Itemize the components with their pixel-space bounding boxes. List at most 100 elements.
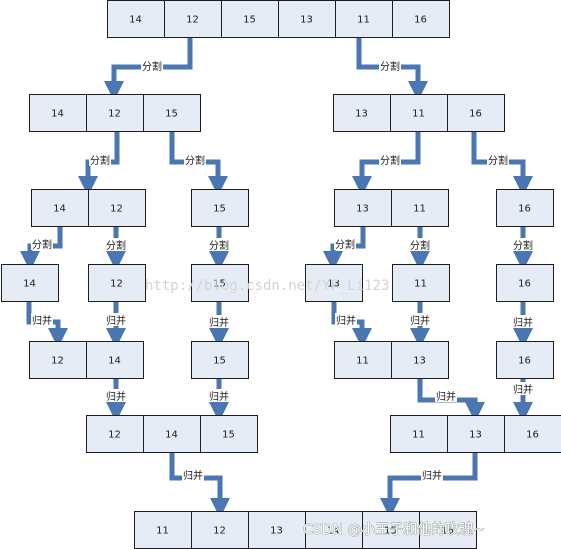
cell-value: 16 xyxy=(414,15,427,26)
split-label-background xyxy=(31,237,53,250)
array-cell: 13 xyxy=(447,415,505,453)
array-cell: 11 xyxy=(390,94,448,132)
merge-label-background xyxy=(31,313,53,326)
array-cell: 14 xyxy=(143,415,201,453)
cell-box xyxy=(390,415,448,453)
array-cell: 11 xyxy=(335,0,393,38)
cell-box xyxy=(496,264,554,302)
array-group-level-3-2: 15 xyxy=(191,264,249,302)
array-cell: 16 xyxy=(447,94,505,132)
split-label: 分割 xyxy=(410,239,430,252)
cell-value: 11 xyxy=(156,526,169,537)
merge-label: 归并 xyxy=(183,469,203,482)
cell-box xyxy=(278,0,336,38)
cell-value: 16 xyxy=(526,430,539,441)
cell-value: 11 xyxy=(357,15,370,26)
array-cell: 14 xyxy=(31,189,89,227)
cell-box xyxy=(134,511,192,549)
split-label-background xyxy=(409,238,431,251)
array-cell: 15 xyxy=(191,189,249,227)
array-cell: 12 xyxy=(88,264,146,302)
cell-value: 13 xyxy=(413,356,426,367)
cell-box xyxy=(29,341,87,379)
cell-value: 16 xyxy=(469,109,482,120)
cell-box xyxy=(164,0,222,38)
split-label-background xyxy=(141,59,163,72)
split-label: 分割 xyxy=(142,60,162,73)
merge-label: 归并 xyxy=(513,316,533,329)
merge-label-background xyxy=(421,468,443,481)
merge-label: 归并 xyxy=(209,316,229,329)
cell-value: 12 xyxy=(186,15,199,26)
array-cell: 12 xyxy=(29,341,87,379)
cell-box xyxy=(496,341,554,379)
cell-value: 12 xyxy=(110,279,123,290)
split-label-background xyxy=(379,59,401,72)
merge-label: 归并 xyxy=(209,390,229,403)
merge-label: 归并 xyxy=(436,390,456,403)
cell-box xyxy=(143,94,201,132)
array-cell: 14 xyxy=(29,94,87,132)
cell-value: 15 xyxy=(213,279,226,290)
array-cell: 16 xyxy=(496,341,554,379)
array-cell: 11 xyxy=(392,264,450,302)
merge-label-background xyxy=(409,313,431,326)
split-label-background xyxy=(487,153,509,166)
cell-box xyxy=(248,511,306,549)
cell-box xyxy=(362,511,420,549)
merge-label-background xyxy=(105,313,127,326)
cell-value: 16 xyxy=(518,204,531,215)
merge-label: 归并 xyxy=(410,314,430,327)
split-label-background xyxy=(208,238,230,251)
array-group-level-4-0: 12 14 xyxy=(29,341,144,379)
cell-value: 12 xyxy=(110,204,123,215)
cell-box xyxy=(86,94,144,132)
split-label-background xyxy=(105,238,127,251)
cell-value: 15 xyxy=(213,204,226,215)
cell-value: 13 xyxy=(270,526,283,537)
merge-label: 归并 xyxy=(336,314,356,327)
cell-box xyxy=(1,264,59,302)
cell-box xyxy=(88,189,146,227)
array-cell: 13 xyxy=(248,511,306,549)
merge-label: 归并 xyxy=(422,469,442,482)
array-group-level-3-3: 13 xyxy=(305,264,363,302)
cell-box xyxy=(419,511,477,549)
watermark-url: http://blog.csdn.net/YF_Li123 xyxy=(145,278,389,294)
merge-label-background xyxy=(512,382,534,395)
cell-box xyxy=(200,415,258,453)
cell-box xyxy=(221,0,279,38)
merge-label-background xyxy=(335,313,357,326)
cell-box xyxy=(86,341,144,379)
cell-box xyxy=(334,341,392,379)
cell-box xyxy=(29,94,87,132)
cell-value: 15 xyxy=(243,15,256,26)
array-cell: 16 xyxy=(496,189,554,227)
cell-box xyxy=(191,189,249,227)
split-label-background xyxy=(379,153,401,166)
cell-box xyxy=(392,264,450,302)
cell-box xyxy=(86,415,144,453)
array-group-level-3-0: 14 xyxy=(1,264,59,302)
cell-box xyxy=(390,94,448,132)
split-label: 分割 xyxy=(380,60,400,73)
watermark-credit: CSDN @小王子和他的玫瑰~ xyxy=(303,522,485,538)
merge-label-background xyxy=(435,389,457,402)
cell-value: 15 xyxy=(222,430,235,441)
cell-value: 16 xyxy=(518,356,531,367)
cell-value: 11 xyxy=(413,204,426,215)
array-cell: 16 xyxy=(496,264,554,302)
array-group-level-3-5: 16 xyxy=(496,264,554,302)
cell-value: 14 xyxy=(108,356,121,367)
array-cell: 15 xyxy=(221,0,279,38)
cell-value: 12 xyxy=(213,526,226,537)
split-label: 分割 xyxy=(488,154,508,167)
array-cell: 16 xyxy=(419,511,477,549)
array-cell: 15 xyxy=(200,415,258,453)
array-cell: 14 xyxy=(107,0,165,38)
